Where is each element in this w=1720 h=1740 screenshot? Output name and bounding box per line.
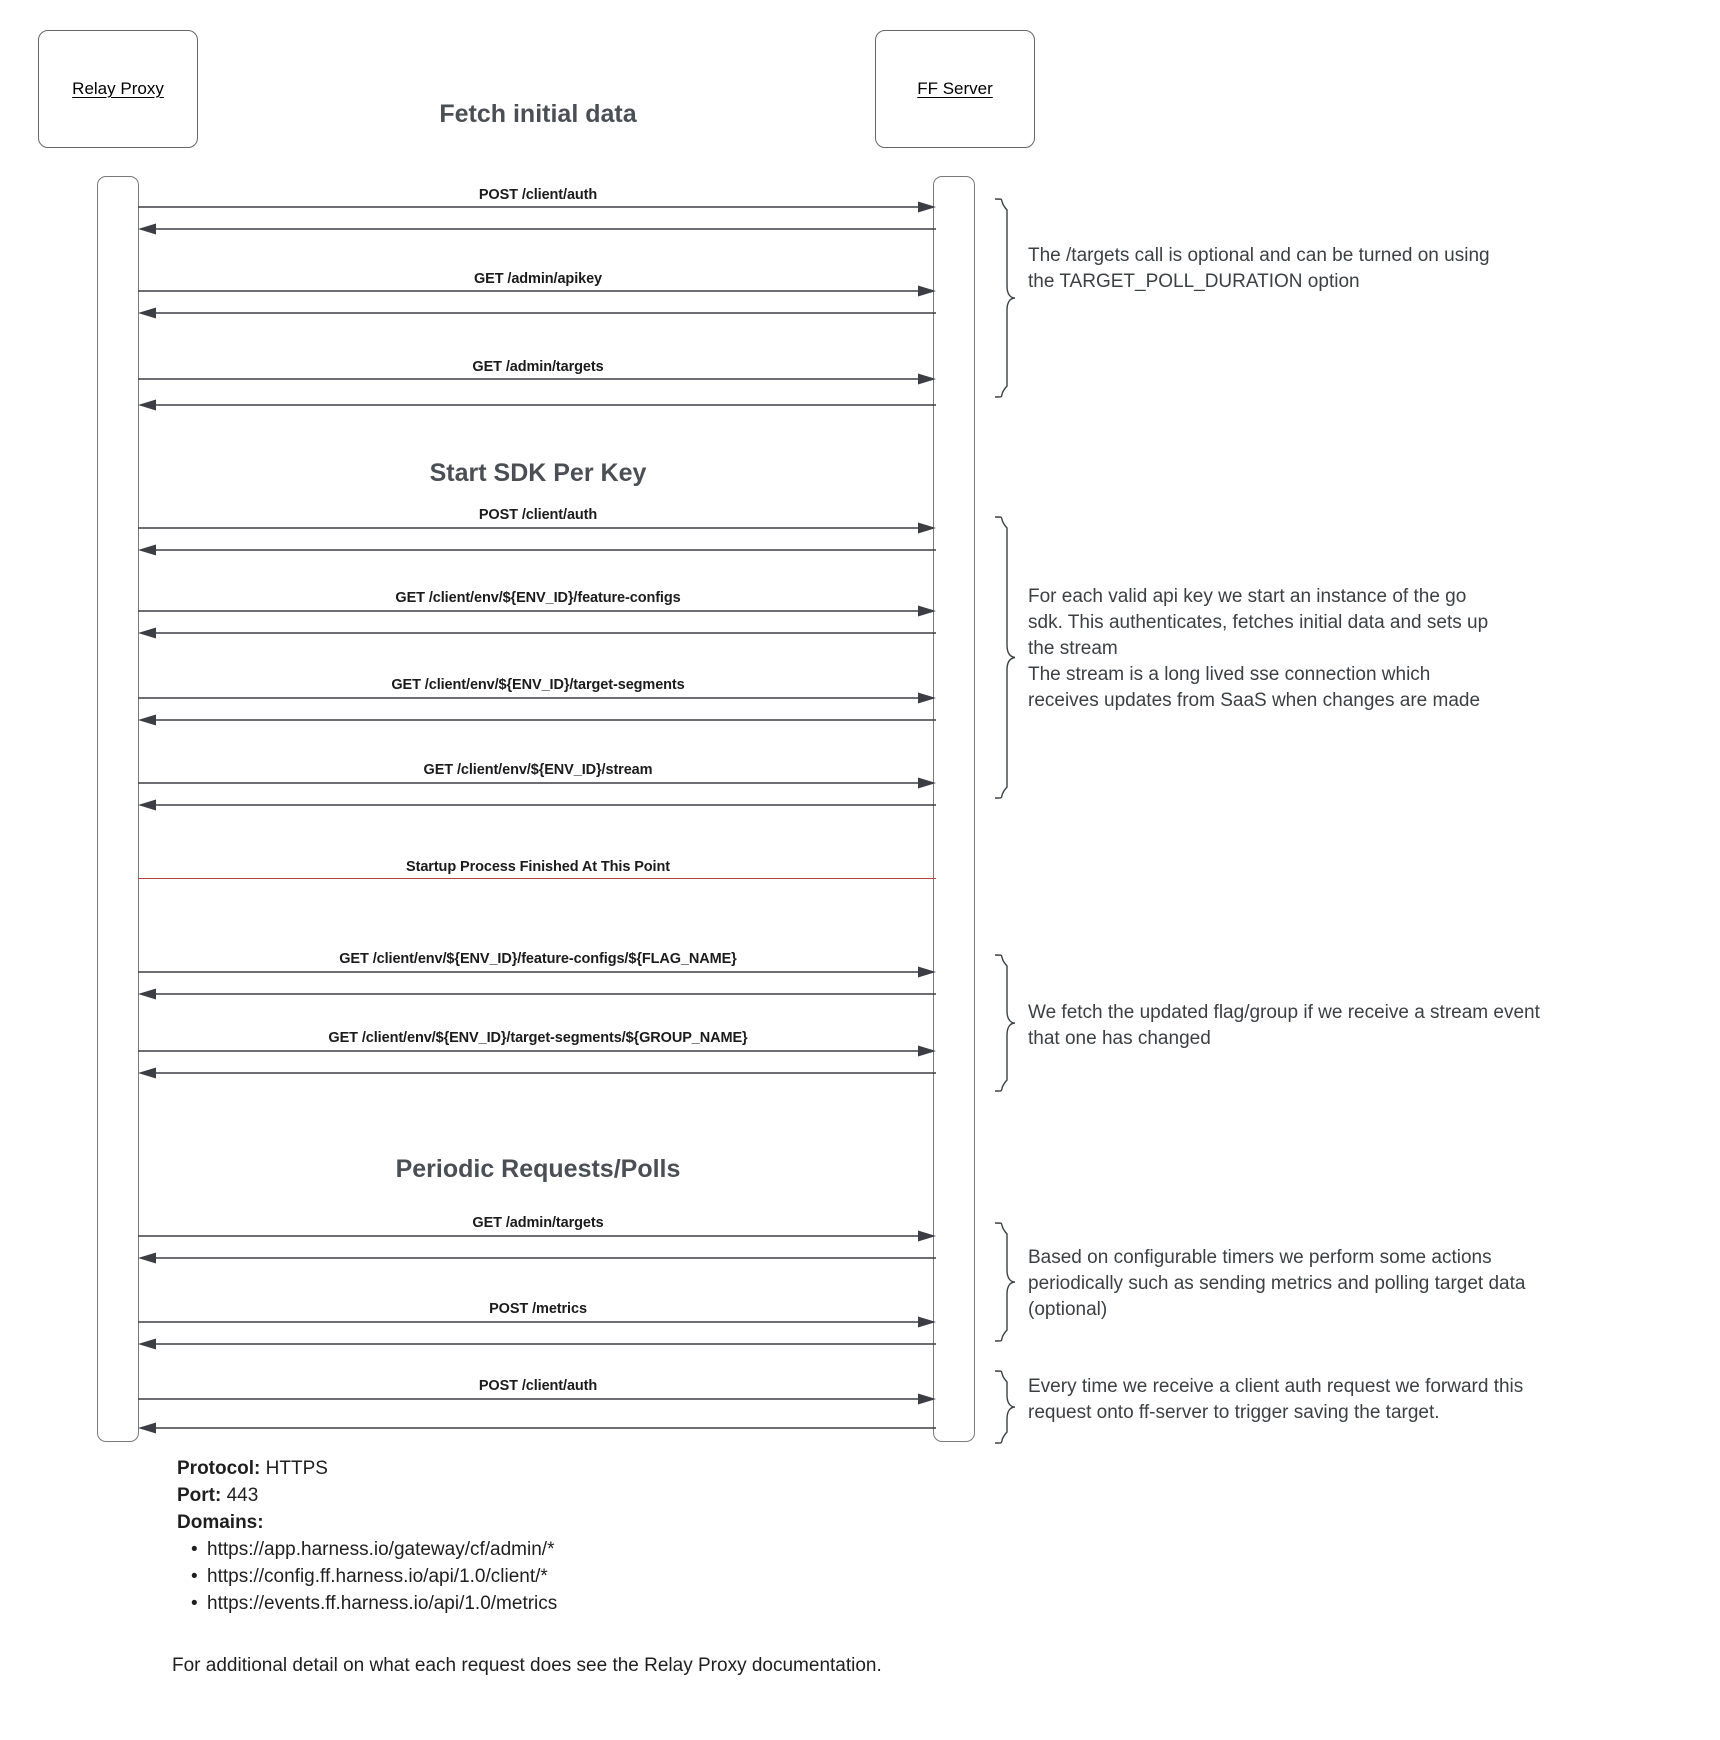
arrow-response-m6 — [138, 713, 936, 727]
brace-note-stream-update — [993, 954, 1017, 1092]
message-label-m1: POST /client/auth — [478, 187, 598, 203]
arrow-request-m4 — [138, 521, 936, 535]
port-key: Port: — [177, 1485, 222, 1506]
arrow-response-m12 — [138, 1421, 936, 1435]
actor-label-relay-proxy: Relay Proxy — [72, 79, 164, 98]
section-title-periodic-requests: Periodic Requests/Polls — [395, 1155, 681, 1183]
arrow-response-m9 — [138, 1066, 936, 1080]
message-label-m6: GET /client/env/${ENV_ID}/target-segment… — [391, 677, 685, 693]
annotation-note-targets: The /targets call is optional and can be… — [1028, 245, 1490, 292]
arrow-response-m1 — [138, 222, 936, 236]
arrow-response-m2 — [138, 306, 936, 320]
message-label-m2: GET /admin/apikey — [473, 271, 603, 287]
lifeline-ff-server — [933, 176, 975, 1442]
protocol-value: HTTPS — [265, 1458, 328, 1479]
arrow-response-m10 — [138, 1251, 936, 1265]
domain-list: https://app.harness.io/gateway/cf/admin/… — [177, 1536, 557, 1617]
arrow-response-m11 — [138, 1337, 936, 1351]
message-label-m5: GET /client/env/${ENV_ID}/feature-config… — [395, 590, 681, 606]
arrow-request-m11 — [138, 1315, 936, 1329]
message-label-m10: GET /admin/targets — [472, 1215, 604, 1231]
protocol-row: Protocol: HTTPS — [177, 1455, 557, 1482]
port-row: Port: 443 — [177, 1482, 557, 1509]
message-label-m7: GET /client/env/${ENV_ID}/stream — [423, 762, 653, 778]
arrow-request-m10 — [138, 1229, 936, 1243]
arrow-response-m4 — [138, 543, 936, 557]
arrow-request-m5 — [138, 604, 936, 618]
arrow-response-m3 — [138, 398, 936, 412]
connection-details: Protocol: HTTPS Port: 443 Domains: https… — [177, 1455, 557, 1617]
domains-row: Domains: — [177, 1509, 557, 1536]
message-label-m11: POST /metrics — [489, 1301, 587, 1317]
actor-box-relay-proxy[interactable]: Relay Proxy — [38, 30, 198, 148]
arrow-request-m12 — [138, 1392, 936, 1406]
lifeline-relay-proxy — [97, 176, 139, 1442]
arrow-response-m5 — [138, 626, 936, 640]
actor-label-ff-server: FF Server — [917, 79, 993, 98]
list-item: https://app.harness.io/gateway/cf/admin/… — [191, 1536, 557, 1563]
domains-key: Domains: — [177, 1512, 264, 1533]
annotation-note-sdk: For each valid api key we start an insta… — [1028, 586, 1489, 711]
list-item: https://events.ff.harness.io/api/1.0/met… — [191, 1590, 557, 1617]
arrow-request-m3 — [138, 372, 936, 386]
divider-label-startup-finished: Startup Process Finished At This Point — [406, 859, 670, 875]
arrow-response-m7 — [138, 798, 936, 812]
arrow-request-m2 — [138, 284, 936, 298]
port-value: 443 — [226, 1485, 259, 1506]
section-title-start-sdk-per-key: Start SDK Per Key — [429, 459, 647, 487]
footnote-text: For additional detail on what each reque… — [172, 1655, 882, 1676]
arrow-request-m8 — [138, 965, 936, 979]
actor-box-ff-server[interactable]: FF Server — [875, 30, 1035, 148]
message-label-m12: POST /client/auth — [478, 1378, 598, 1394]
arrow-request-m9 — [138, 1044, 936, 1058]
divider-line-startup-finished — [138, 878, 936, 879]
annotation-note-periodic: Based on configurable timers we perform … — [1028, 1247, 1526, 1320]
protocol-key: Protocol: — [177, 1458, 261, 1479]
brace-note-targets — [993, 198, 1017, 398]
annotation-note-client-auth-forward: Every time we receive a client auth requ… — [1028, 1376, 1524, 1423]
brace-note-client-auth-forward — [993, 1370, 1017, 1444]
message-label-m4: POST /client/auth — [478, 507, 598, 523]
message-label-m9: GET /client/env/${ENV_ID}/target-segment… — [328, 1030, 748, 1046]
message-label-m8: GET /client/env/${ENV_ID}/feature-config… — [339, 951, 737, 967]
section-title-fetch-initial-data: Fetch initial data — [439, 100, 637, 128]
brace-note-periodic — [993, 1222, 1017, 1342]
arrow-request-m1 — [138, 200, 936, 214]
brace-note-sdk — [993, 516, 1017, 799]
arrow-response-m8 — [138, 987, 936, 1001]
list-item: https://config.ff.harness.io/api/1.0/cli… — [191, 1563, 557, 1590]
arrow-request-m7 — [138, 776, 936, 790]
message-label-m3: GET /admin/targets — [472, 359, 604, 375]
arrow-request-m6 — [138, 691, 936, 705]
annotation-note-stream-update: We fetch the updated flag/group if we re… — [1028, 1002, 1540, 1049]
